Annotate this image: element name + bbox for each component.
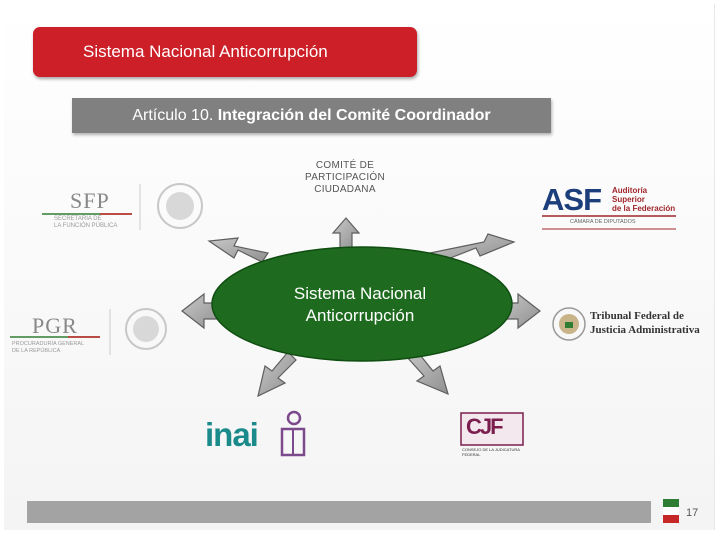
pgr-logo: PGR PROCURADURÍA GENERAL DE LA REPÚBLICA <box>8 305 188 360</box>
sfp-subtitle-line1: SECRETARÍA DE <box>54 216 102 222</box>
inai-logo: inai <box>205 410 315 460</box>
center-label-line2: Anticorrupción <box>305 306 415 325</box>
sfp-emblem-icon <box>42 183 203 230</box>
sfp-subtitle-line2: LA FUNCIÓN PÚBLICA <box>54 223 118 229</box>
asf-name: ASF <box>542 182 602 217</box>
pgr-subtitle-line2: DE LA REPÚBLICA <box>12 348 61 354</box>
asf-bottom-text: CÁMARA DE DIPUTADOS <box>570 219 636 225</box>
sfp-logo: SFP SECRETARÍA DE LA FUNCIÓN PÚBLICA <box>40 178 220 233</box>
asf-logo: ASF Auditoría Superior de la Federación … <box>540 182 680 232</box>
cjf-emblem-icon <box>460 412 524 446</box>
tfja-name: Tribunal Federal de Justicia Administrat… <box>590 309 700 337</box>
footer-bar <box>27 501 651 523</box>
pgr-subtitle-line1: PROCURADURÍA GENERAL <box>12 341 85 347</box>
cjf-name: CJF <box>466 414 504 439</box>
inai-name: inai <box>205 416 259 453</box>
cjf-subtitle: CONSEJO DE LA JUDICATURA FEDERAL <box>462 447 520 457</box>
cjf-logo: CJF CONSEJO DE LA JUDICATURA FEDERAL <box>460 412 524 462</box>
asf-line1: Auditoría <box>612 186 648 195</box>
committee-label: COMITÉ DE PARTICIPACIÓN CIUDADANA <box>304 160 386 195</box>
slide-subtitle: Artículo 10. Integración del Comité Coor… <box>72 98 551 133</box>
sfp-name: SFP <box>70 188 110 213</box>
pgr-name: PGR <box>32 313 78 338</box>
pgr-subtitle: PROCURADURÍA GENERAL DE LA REPÚBLICA <box>12 341 112 355</box>
tfja-line2: Justicia Administrativa <box>590 324 700 336</box>
asf-full-name: Auditoría Superior de la Federación <box>612 186 675 213</box>
arrow-up-right <box>428 233 516 263</box>
asf-line3: de la Federación <box>612 204 676 213</box>
inai-person-icon <box>280 410 306 457</box>
tfja-line1: Tribunal Federal de <box>590 310 684 322</box>
sfp-subtitle: SECRETARÍA DE LA FUNCIÓN PÚBLICA <box>54 216 144 230</box>
page-number: 17 <box>686 507 699 519</box>
asf-emblem-icon <box>542 215 676 230</box>
asf-line2: Superior <box>612 195 645 204</box>
subtitle-bold: Integración del Comité Coordinador <box>217 107 491 124</box>
arrow-up-left <box>207 237 269 263</box>
center-ellipse <box>211 246 513 362</box>
tfja-emblem-icon <box>552 307 586 341</box>
center-label-line1: Sistema Nacional <box>293 284 427 303</box>
pgr-emblem-icon <box>10 308 167 355</box>
tfja-logo: Tribunal Federal de Justicia Administrat… <box>552 305 712 345</box>
arrow-up <box>331 217 361 251</box>
subtitle-prefix: Artículo 10. <box>132 107 218 124</box>
center-label: Sistema Nacional Anticorrupción <box>225 283 495 327</box>
flag-icon <box>663 499 679 523</box>
arrow-down-left <box>257 351 297 398</box>
slide-title: Sistema Nacional Anticorrupción <box>33 27 417 77</box>
